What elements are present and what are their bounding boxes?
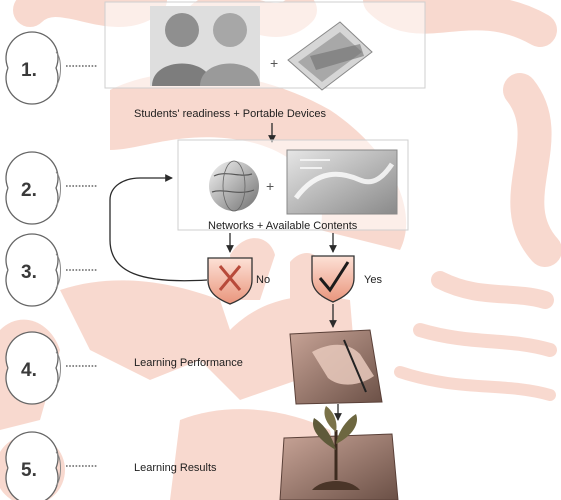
step-2-caption: Networks + Available Contents [208, 220, 358, 232]
step-4-caption: Learning Performance [134, 357, 243, 369]
plus-sign-1: + [270, 55, 278, 71]
shield-check-icon [312, 256, 354, 302]
students-photo-icon [150, 6, 260, 86]
step-5-caption: Learning Results [134, 462, 217, 474]
hand-writing-icon [290, 330, 382, 404]
plant-growth-icon [280, 406, 398, 500]
no-label: No [256, 274, 270, 286]
step-marker-1: 1. [6, 32, 98, 104]
step-marker-5: 5. [6, 432, 98, 500]
step-marker-2: 2. [6, 152, 98, 224]
plus-sign-2: + [266, 178, 274, 194]
step-marker-4: 4. [6, 332, 98, 404]
step-number-5: 5. [21, 460, 37, 481]
step-marker-3: 3. [6, 234, 98, 306]
step-number-3: 3. [21, 262, 37, 283]
step-number-4: 4. [21, 360, 37, 381]
content-screen-icon [287, 150, 397, 214]
yes-label: Yes [364, 274, 382, 286]
step-1-caption: Students' readiness + Portable Devices [134, 108, 326, 120]
globe-network-icon [209, 161, 259, 211]
step-number-1: 1. [21, 60, 37, 81]
step-number-2: 2. [21, 180, 37, 201]
shield-x-icon [208, 258, 252, 304]
